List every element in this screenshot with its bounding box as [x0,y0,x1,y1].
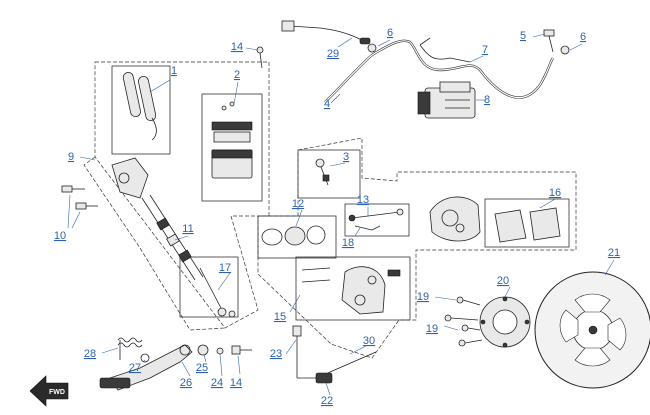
sensor-connector [281,20,295,32]
callout-c22[interactable]: 22 [321,395,333,407]
abs-tone-ring [479,296,531,348]
callout-c20[interactable]: 20 [497,275,509,287]
callout-c21[interactable]: 21 [608,247,620,259]
pedal-clip [140,353,150,363]
pin-kit [348,208,404,231]
callout-c29[interactable]: 29 [327,48,339,60]
callout-c8[interactable]: 8 [484,94,490,106]
callout-c26[interactable]: 26 [180,377,192,389]
pedal-washer [197,344,209,356]
fluid-reservoir [211,101,253,179]
master-cylinder-group-outline [94,61,270,329]
callout-c25[interactable]: 25 [196,362,208,374]
master-cylinder [111,157,204,281]
group-outlines [83,61,577,359]
callout-c16[interactable]: 16 [549,187,561,199]
top-bolt [256,46,264,69]
pushrod-box [179,256,239,318]
brake-hose-inner [324,40,554,103]
pushrod [199,267,236,318]
banjo-washer-right [560,45,570,55]
callout-c30[interactable]: 30 [363,335,375,347]
banjo-bolt [543,29,555,37]
callout-c10[interactable]: 10 [54,230,66,242]
sensor-wire [289,25,363,41]
seal-kit-box [257,215,337,259]
sensor-clip [359,37,371,45]
callout-c6b[interactable]: 6 [580,31,586,43]
pedal-group-outline [83,156,226,331]
brake-pedal [99,344,193,391]
callout-c18[interactable]: 18 [342,237,354,249]
callout-c27[interactable]: 27 [129,362,141,374]
callout-c13[interactable]: 13 [357,194,369,206]
callout-c15[interactable]: 15 [274,311,286,323]
disc-bolts [444,296,483,347]
callout-c19a[interactable]: 19 [417,291,429,303]
pad-set-box [484,198,570,248]
brake-pads [494,207,561,243]
seal-kit [261,225,326,246]
callout-c14a[interactable]: 14 [231,41,243,53]
callout-c4[interactable]: 4 [324,98,330,110]
callout-c6a[interactable]: 6 [387,27,393,39]
banjo-washer-left [367,43,377,53]
callout-c17[interactable]: 17 [219,262,231,274]
reservoir-tube [122,71,157,141]
callout-leaders [67,33,615,396]
bleed-screw [315,158,330,186]
callout-c3[interactable]: 3 [343,151,349,163]
callout-c1[interactable]: 1 [171,65,177,77]
wheel-speed-sensor [292,325,377,384]
callout-c23[interactable]: 23 [270,348,282,360]
banjo-bolt-shaft [548,35,554,53]
return-spring [117,337,143,360]
callout-c28[interactable]: 28 [84,348,96,360]
callout-c5[interactable]: 5 [520,30,526,42]
master-rod-box [111,65,171,155]
parts [61,20,650,391]
abs-modulator [417,81,476,119]
caliper-bracket-box [295,256,411,321]
bleed-kit-box [297,149,361,199]
callout-c11[interactable]: 11 [182,223,193,235]
pedal-nut [216,347,224,355]
brake-caliper [429,196,481,242]
callout-c19b[interactable]: 19 [426,323,438,335]
callout-c24[interactable]: 24 [211,377,223,389]
callout-c9[interactable]: 9 [68,151,74,163]
fwd-label: FWD [49,389,65,396]
reservoir-box [201,93,263,202]
callout-c12[interactable]: 12 [292,198,304,210]
callout-c2[interactable]: 2 [234,69,240,81]
pin-kit-box [344,203,410,237]
caliper-bracket [301,266,401,315]
forward-direction-arrow: FWD [29,375,69,407]
callout-c7[interactable]: 7 [482,44,488,56]
brake-disc [534,271,650,389]
mounting-bolts [61,185,98,210]
callout-c14b[interactable]: 14 [230,377,242,389]
abs-line [419,37,471,63]
pedal-bolt [231,345,252,355]
